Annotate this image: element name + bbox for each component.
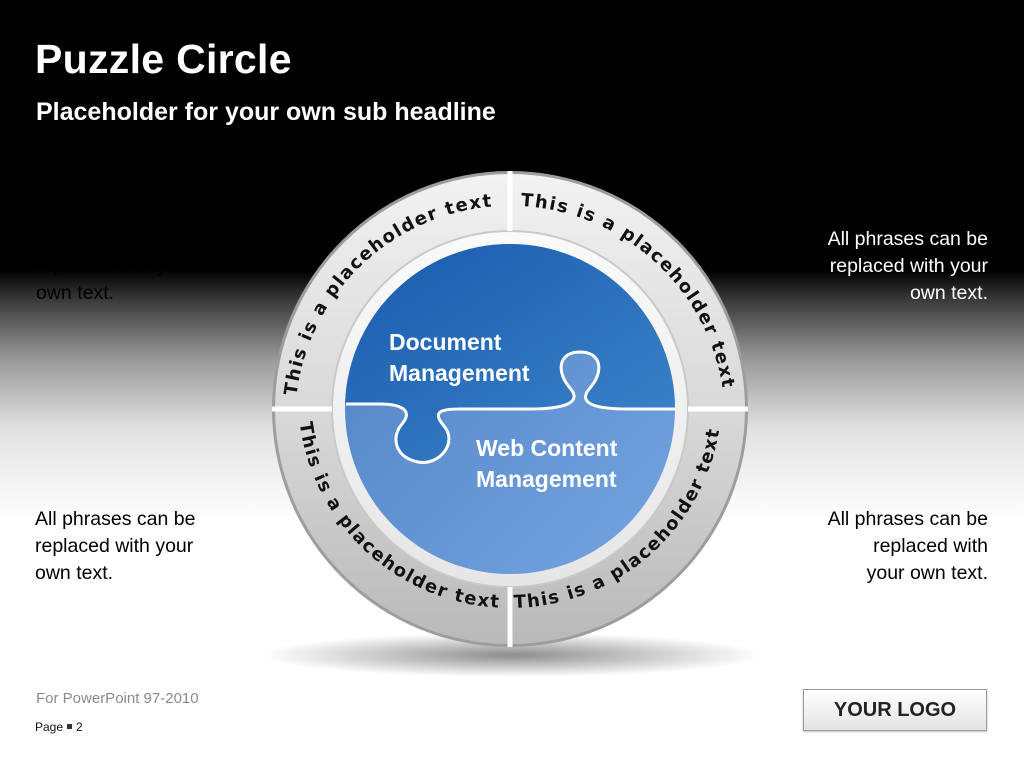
- page-title: Puzzle Circle: [35, 36, 292, 82]
- footer-note: For PowerPoint 97-2010: [36, 690, 199, 707]
- puzzle-label-bottom-line2: Management: [476, 466, 617, 492]
- logo-placeholder: YOUR LOGO: [803, 689, 987, 731]
- ring-dividers: [272, 171, 748, 647]
- phrase-bottom-right: All phrases can be replaced with your ow…: [827, 508, 988, 584]
- page-subtitle: Placeholder for your own sub headline: [36, 98, 496, 126]
- phrase-top-right: All phrases can be replaced with your ow…: [827, 228, 988, 304]
- phrase-top-left: All phrases can be replaced with your ow…: [36, 228, 197, 304]
- phrase-bottom-left: All phrases can be replaced with your ow…: [35, 508, 196, 584]
- bullet-icon: [67, 724, 73, 730]
- puzzle-label-top-line1: Document: [389, 329, 502, 355]
- puzzle-label-bottom-line1: Web Content: [476, 435, 618, 461]
- puzzle-label-top-line2: Management: [389, 360, 530, 386]
- page-number: Page 2: [35, 720, 83, 734]
- diagram-shadow: [262, 633, 762, 677]
- puzzle-piece-top: [345, 244, 675, 463]
- page-number-value: 2: [76, 720, 83, 734]
- puzzle-seam: [346, 350, 675, 464]
- page-label: Page: [35, 720, 64, 734]
